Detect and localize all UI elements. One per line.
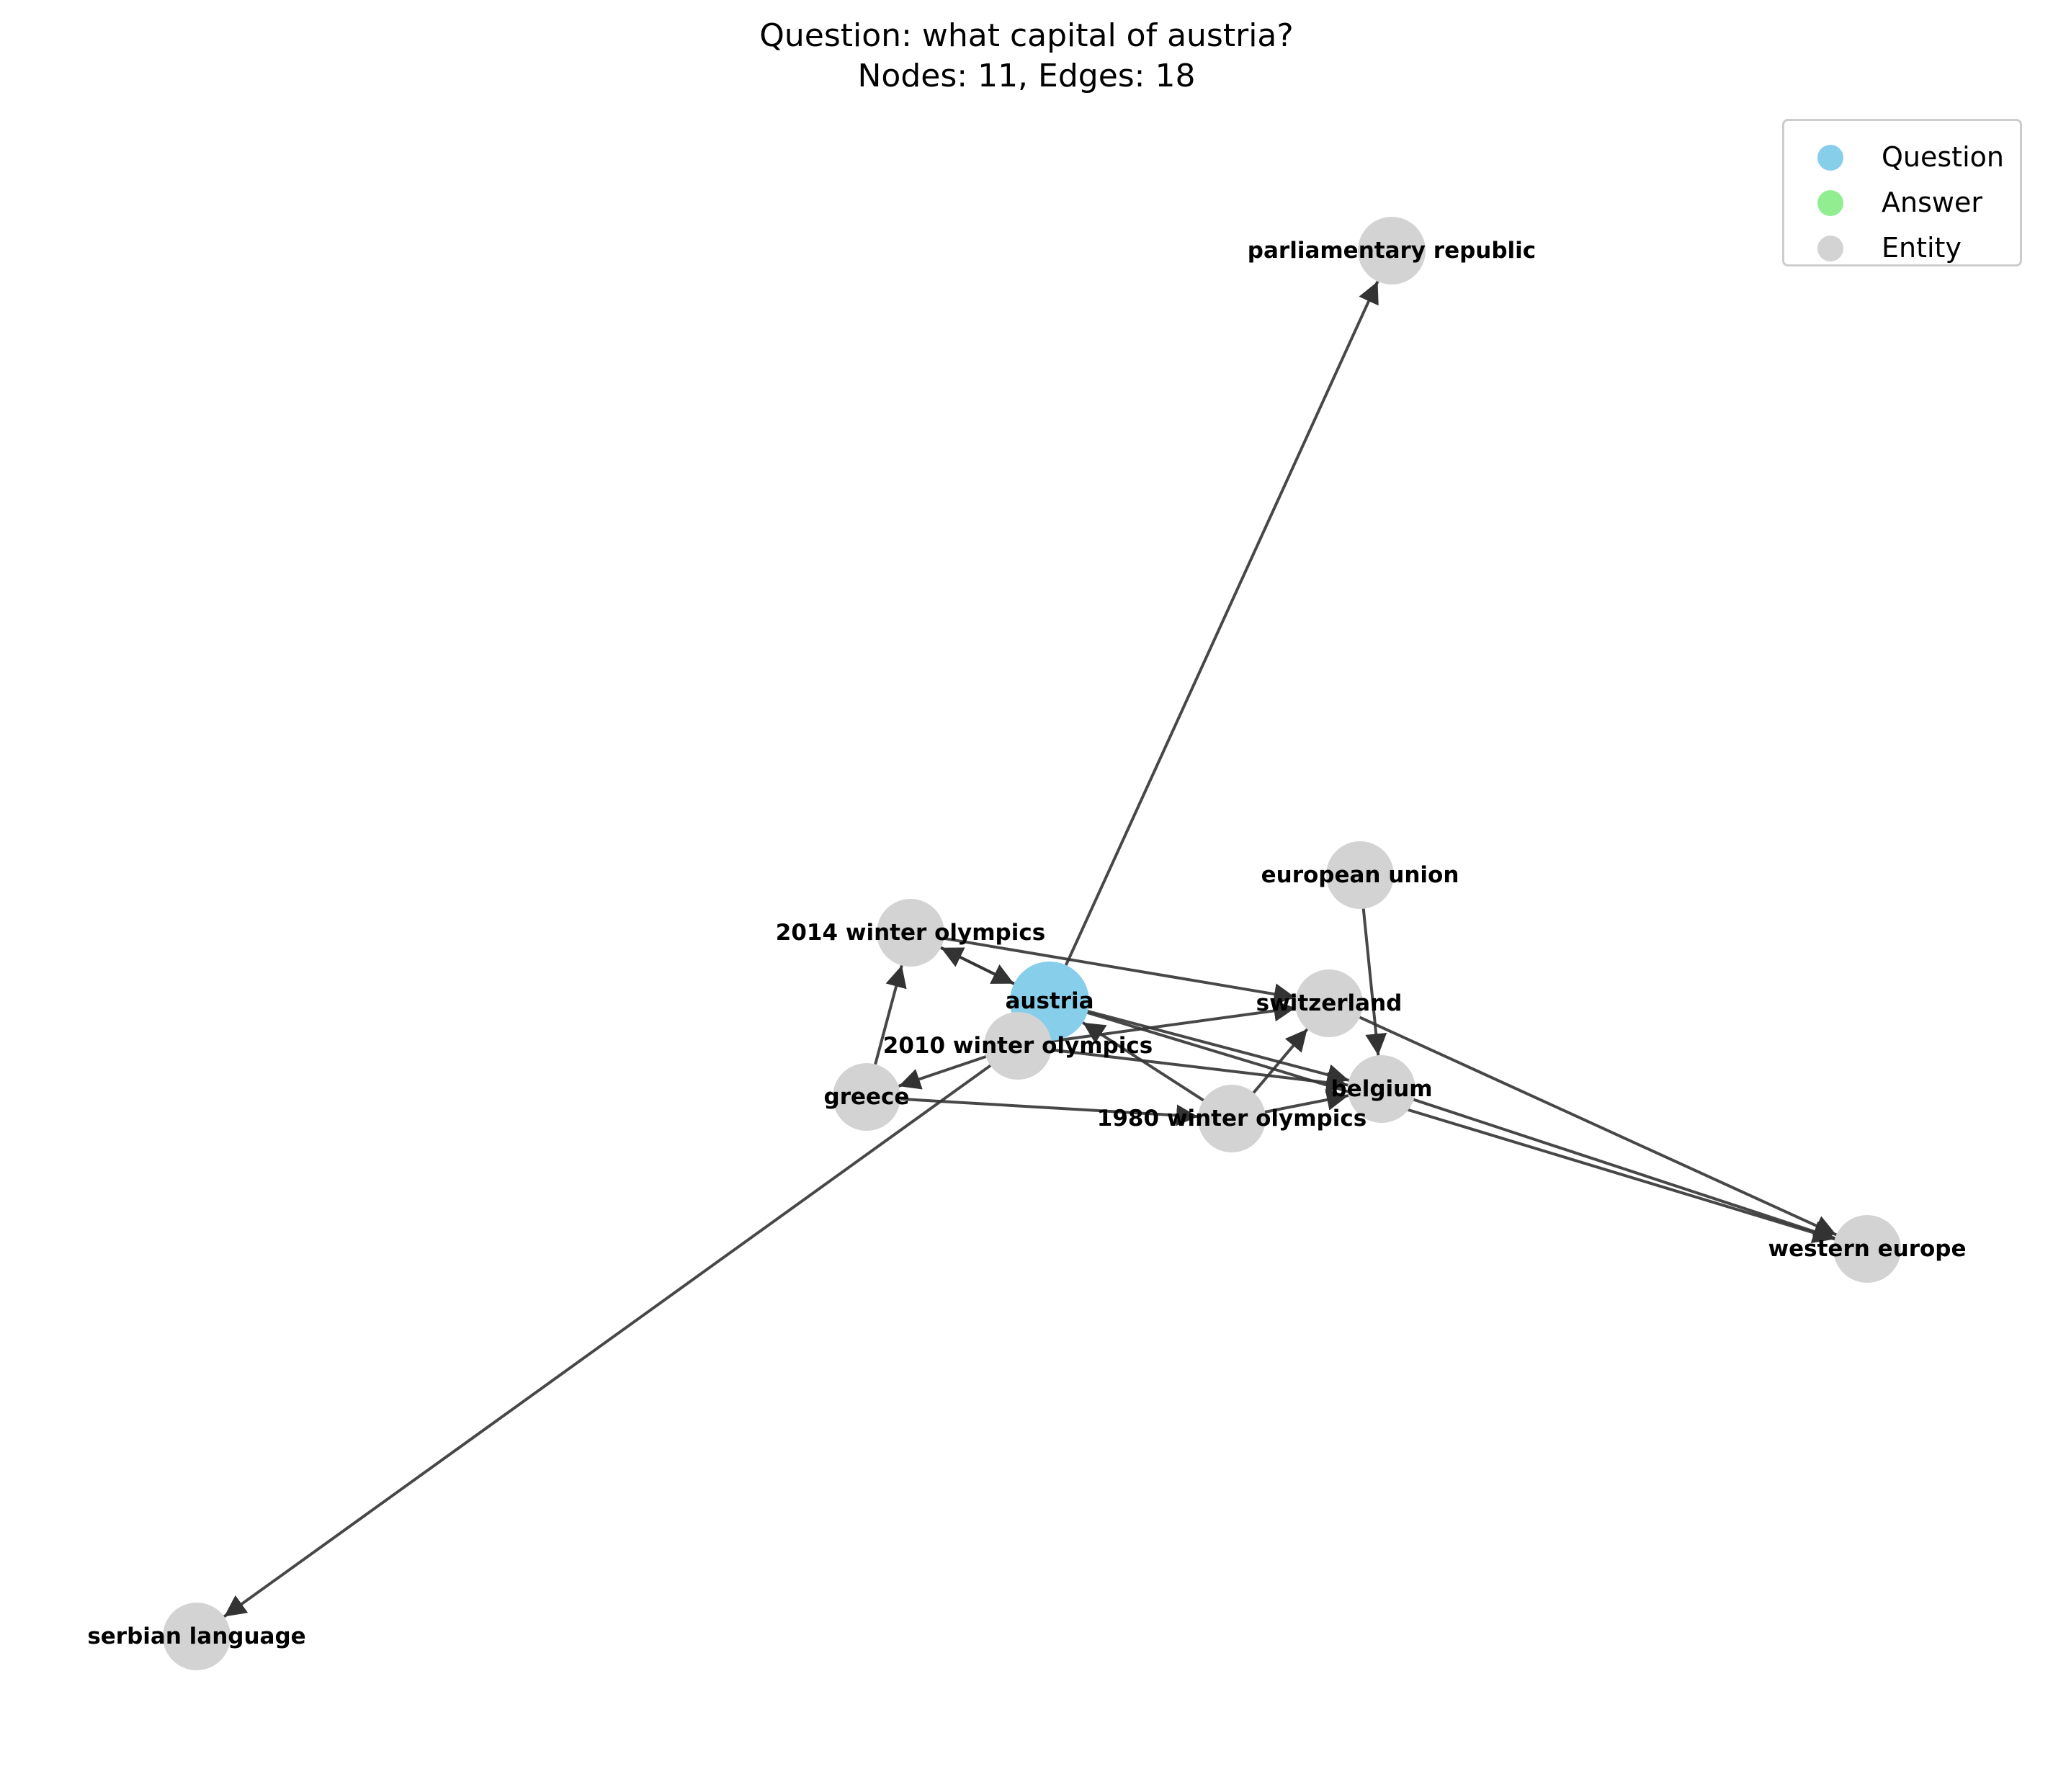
labels-layer: austria parliamentary republic european un…	[87, 238, 1966, 1649]
node-2010-winter-olympics	[984, 1012, 1052, 1080]
question-marker-icon	[1817, 145, 1843, 171]
edge-greece-to-1980-winter-olympics	[866, 1096, 1199, 1126]
node-label-european-union: european union	[1261, 862, 1459, 888]
edge-2010-winter-olympics-to-belgium	[1017, 1044, 1348, 1093]
legend-item-question: Question	[1784, 135, 2020, 179]
node-label-western-europe: western europe	[1768, 1236, 1966, 1262]
node-label-parliamentary-republic: parliamentary republic	[1248, 238, 1536, 264]
node-label-2014-winter-olympics: 2014 winter olympics	[776, 920, 1045, 946]
figure-title: Question: what capital of austria? Nodes…	[0, 16, 2053, 97]
node-switzerland	[1295, 969, 1363, 1037]
node-greece	[833, 1063, 900, 1131]
legend-item-answer: Answer	[1784, 181, 2020, 224]
node-belgium	[1348, 1055, 1415, 1123]
node-label-serbian-language: serbian language	[87, 1623, 305, 1649]
edge-austria-to-western-europe	[1049, 1000, 1835, 1244]
edge-2014-winter-olympics-to-switzerland	[910, 931, 1296, 1005]
legend-item-entity: Entity	[1784, 226, 2020, 269]
nodes-layer	[163, 217, 1901, 1670]
edge-switzerland-to-western-europe	[1328, 1002, 1838, 1237]
node-parliamentary-republic	[1358, 217, 1426, 285]
edge-austria-to-belgium	[1049, 1000, 1350, 1085]
node-western-europe	[1833, 1215, 1901, 1283]
answer-marker-icon	[1817, 190, 1843, 216]
node-european-union	[1326, 841, 1394, 909]
entity-marker-icon	[1817, 236, 1843, 261]
node-label-switzerland: switzerland	[1256, 990, 1403, 1016]
legend: Question Answer Entity	[1782, 119, 2022, 266]
node-1980-winter-olympics	[1198, 1085, 1266, 1152]
title-counts: Nodes: 11, Edges: 18	[857, 58, 1196, 94]
node-label-1980-winter-olympics: 1980 winter olympics	[1097, 1106, 1367, 1132]
node-2014-winter-olympics	[877, 899, 944, 967]
node-label-austria: austria	[1005, 988, 1093, 1014]
node-label-greece: greece	[824, 1084, 910, 1110]
node-label-2010-winter-olympics: 2010 winter olympics	[883, 1033, 1153, 1059]
edge-2010-winter-olympics-to-switzerland	[1017, 1000, 1296, 1047]
title-question: Question: what capital of austria?	[759, 17, 1294, 54]
edge-austria-to-parliamentary-republic	[1048, 280, 1379, 1002]
edge-2010-winter-olympics-to-serbian-language	[223, 1044, 1019, 1618]
edge-belgium-to-western-europe	[1381, 1088, 1835, 1242]
node-serbian-language	[163, 1603, 231, 1670]
edges-layer	[223, 280, 1838, 1618]
legend-label: Answer	[1882, 187, 1982, 218]
node-label-belgium: belgium	[1330, 1076, 1432, 1102]
legend-label: Entity	[1882, 232, 1962, 264]
legend-label: Question	[1882, 141, 2004, 173]
